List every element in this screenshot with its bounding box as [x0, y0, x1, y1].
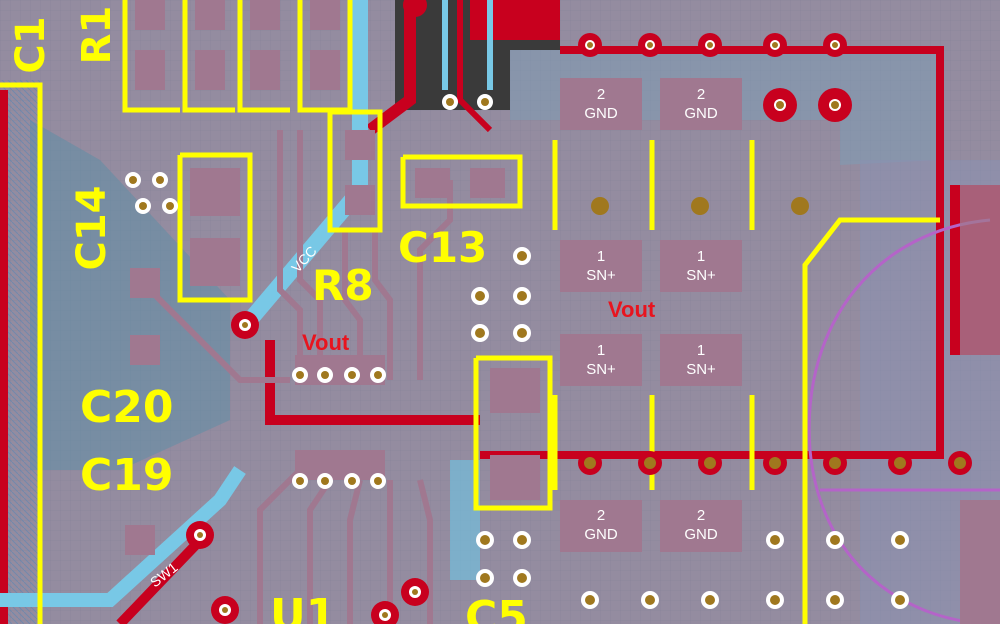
smd-pads: [125, 0, 540, 555]
pad-snp-r1l-name: SN+: [586, 267, 616, 284]
designator-c19: C19: [80, 450, 174, 501]
pad-gnd-tl-num: 2: [597, 86, 605, 103]
pad-gnd-tl-name: GND: [584, 105, 618, 122]
designator-c20: C20: [80, 382, 174, 433]
bottom-trace-sw1: [0, 466, 246, 607]
ic-fanout-traces: [147, 130, 453, 624]
copper-trace-vertical-center: [366, 0, 416, 135]
pad-gnd-br-num: 2: [697, 507, 705, 524]
silkscreen-outlines: [0, 0, 940, 624]
net-label-vout-right: Vout: [608, 297, 656, 322]
pad-gnd-br-name: GND: [684, 526, 718, 543]
copper-pour-top: [470, 0, 560, 40]
copper-trace-ic-top: [265, 340, 480, 425]
pad-gnd-tr-num: 2: [697, 86, 705, 103]
pad-snp-r1r-num: 1: [697, 248, 705, 265]
pad-snp-r2r-num: 1: [697, 342, 705, 359]
pad-snp-r2l-num: 1: [597, 342, 605, 359]
pad-snp-r2l-name: SN+: [586, 361, 616, 378]
pad-gnd-bl-num: 2: [597, 507, 605, 524]
pad-gnd-bl-name: GND: [584, 526, 618, 543]
pad-grid: [560, 78, 1000, 624]
via-array: [125, 0, 972, 624]
designator-c5: C5: [465, 592, 528, 624]
net-label-vout-left: Vout: [302, 330, 350, 355]
designator-c13: C13: [398, 223, 487, 272]
designator-c14: C14: [69, 185, 115, 270]
pad-snp-r1l-num: 1: [597, 248, 605, 265]
designator-r8: R8: [312, 261, 374, 310]
pad-snp-r1r-name: SN+: [686, 267, 716, 284]
designator-c1: C1: [8, 16, 54, 73]
copper-trace-to-vias: [457, 0, 493, 133]
pad-gnd-tr-name: GND: [684, 105, 718, 122]
pad-snp-r2r-name: SN+: [686, 361, 716, 378]
designator-u1: U1: [270, 590, 336, 624]
designator-r1: R1: [74, 6, 120, 65]
